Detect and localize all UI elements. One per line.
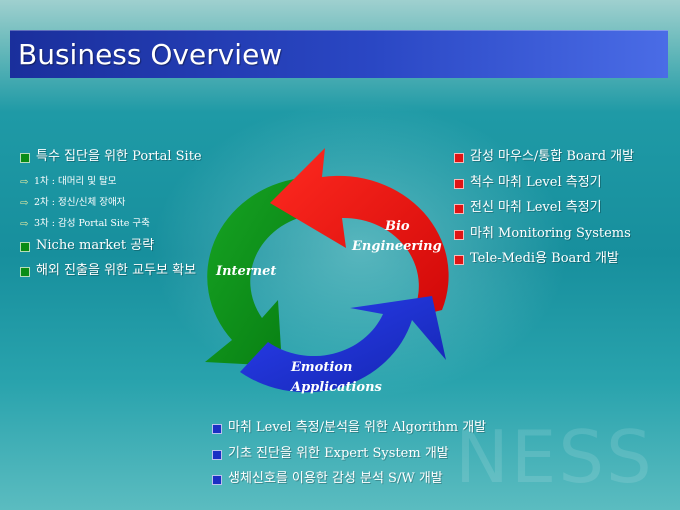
arrow-bullet-icon: ⇨ xyxy=(20,218,29,230)
sub-list-item: ⇨ 2차 : 정신/신체 장애자 xyxy=(20,194,202,215)
internet-feature-list: 특수 집단을 위한 Portal Site ⇨ 1차 : 대머리 및 탈모 ⇨ … xyxy=(20,147,202,287)
list-item: 생체신호를 이용한 감성 분석 S/W 개발 xyxy=(212,469,486,495)
green-arrow-segment xyxy=(205,178,316,366)
internet-label: Internet xyxy=(215,264,276,279)
list-item: 마취 Level 측정/분석을 위한 Algorithm 개발 xyxy=(212,418,486,444)
list-item: 전신 마취 Level 측정기 xyxy=(454,198,634,224)
emotion-applications-feature-list: 마취 Level 측정/분석을 위한 Algorithm 개발 기초 진단을 위… xyxy=(212,418,486,495)
sub-list-item: ⇨ 1차 : 대머리 및 탈모 xyxy=(20,173,202,194)
list-item-text: 마취 Level 측정/분석을 위한 Algorithm 개발 xyxy=(228,420,487,435)
title-bar: Business Overview xyxy=(10,30,668,78)
blue-arrow-segment xyxy=(240,296,446,393)
engineering-label: Engineering xyxy=(351,239,442,254)
red-bullet-icon xyxy=(454,153,464,163)
list-item-text: 기초 진단을 위한 Expert System 개발 xyxy=(228,445,449,461)
arrow-bullet-icon: ⇨ xyxy=(20,197,29,209)
green-bullet-icon xyxy=(20,153,30,163)
arrow-bullet-icon: ⇨ xyxy=(20,176,29,188)
list-item-text: 해외 진출을 위한 교두보 확보 xyxy=(36,263,197,278)
list-item: Niche market 공략 xyxy=(20,236,202,262)
list-item: 특수 집단을 위한 Portal Site xyxy=(20,147,202,173)
list-item-text: 전신 마취 Level 측정기 xyxy=(470,200,602,215)
green-bullet-icon xyxy=(20,241,30,252)
list-item-text: 마취 Monitoring Systems xyxy=(470,225,631,241)
red-bullet-icon xyxy=(454,178,464,189)
bio-label: Bio xyxy=(384,219,410,234)
list-item-text: Tele-Medi용 Board 개발 xyxy=(470,251,619,266)
sub-list-item-text: 3차 : 감성 Portal Site 구축 xyxy=(34,217,150,229)
list-item-text: 생체신호를 이용한 감성 분석 S/W 개발 xyxy=(228,471,443,486)
watermark-text: NESS xyxy=(455,415,654,499)
list-item: 감성 마우스/통합 Board 개발 xyxy=(454,147,634,173)
blue-bullet-icon xyxy=(212,475,222,485)
list-item-text: 척수 마취 Level 측정기 xyxy=(470,174,602,190)
list-item: 척수 마취 Level 측정기 xyxy=(454,173,634,199)
red-bullet-icon xyxy=(454,204,464,214)
applications-label: Applications xyxy=(289,380,383,395)
sub-list-item: ⇨ 3차 : 감성 Portal Site 구축 xyxy=(20,215,202,236)
list-item: 기초 진단을 위한 Expert System 개발 xyxy=(212,444,486,470)
sub-list-item-text: 2차 : 정신/신체 장애자 xyxy=(34,196,126,208)
list-item: 해외 진출을 위한 교두보 확보 xyxy=(20,261,202,287)
red-arrow-segment xyxy=(270,148,449,318)
blue-bullet-icon xyxy=(212,424,222,434)
list-item-text: 특수 집단을 위한 Portal Site xyxy=(36,149,202,164)
list-item-text: 감성 마우스/통합 Board 개발 xyxy=(470,149,635,164)
page-title: Business Overview xyxy=(18,38,283,71)
emotion-label: Emotion xyxy=(290,360,352,375)
green-bullet-icon xyxy=(20,267,30,277)
blue-bullet-icon xyxy=(212,449,222,460)
list-item: Tele-Medi용 Board 개발 xyxy=(454,249,634,275)
list-item: 마취 Monitoring Systems xyxy=(454,224,634,250)
red-bullet-icon xyxy=(454,229,464,240)
list-item-text: Niche market 공략 xyxy=(36,237,155,253)
bio-engineering-feature-list: 감성 마우스/통합 Board 개발 척수 마취 Level 측정기 전신 마취… xyxy=(454,147,634,275)
red-bullet-icon xyxy=(454,255,464,265)
sub-list-item-text: 1차 : 대머리 및 탈모 xyxy=(34,175,117,187)
